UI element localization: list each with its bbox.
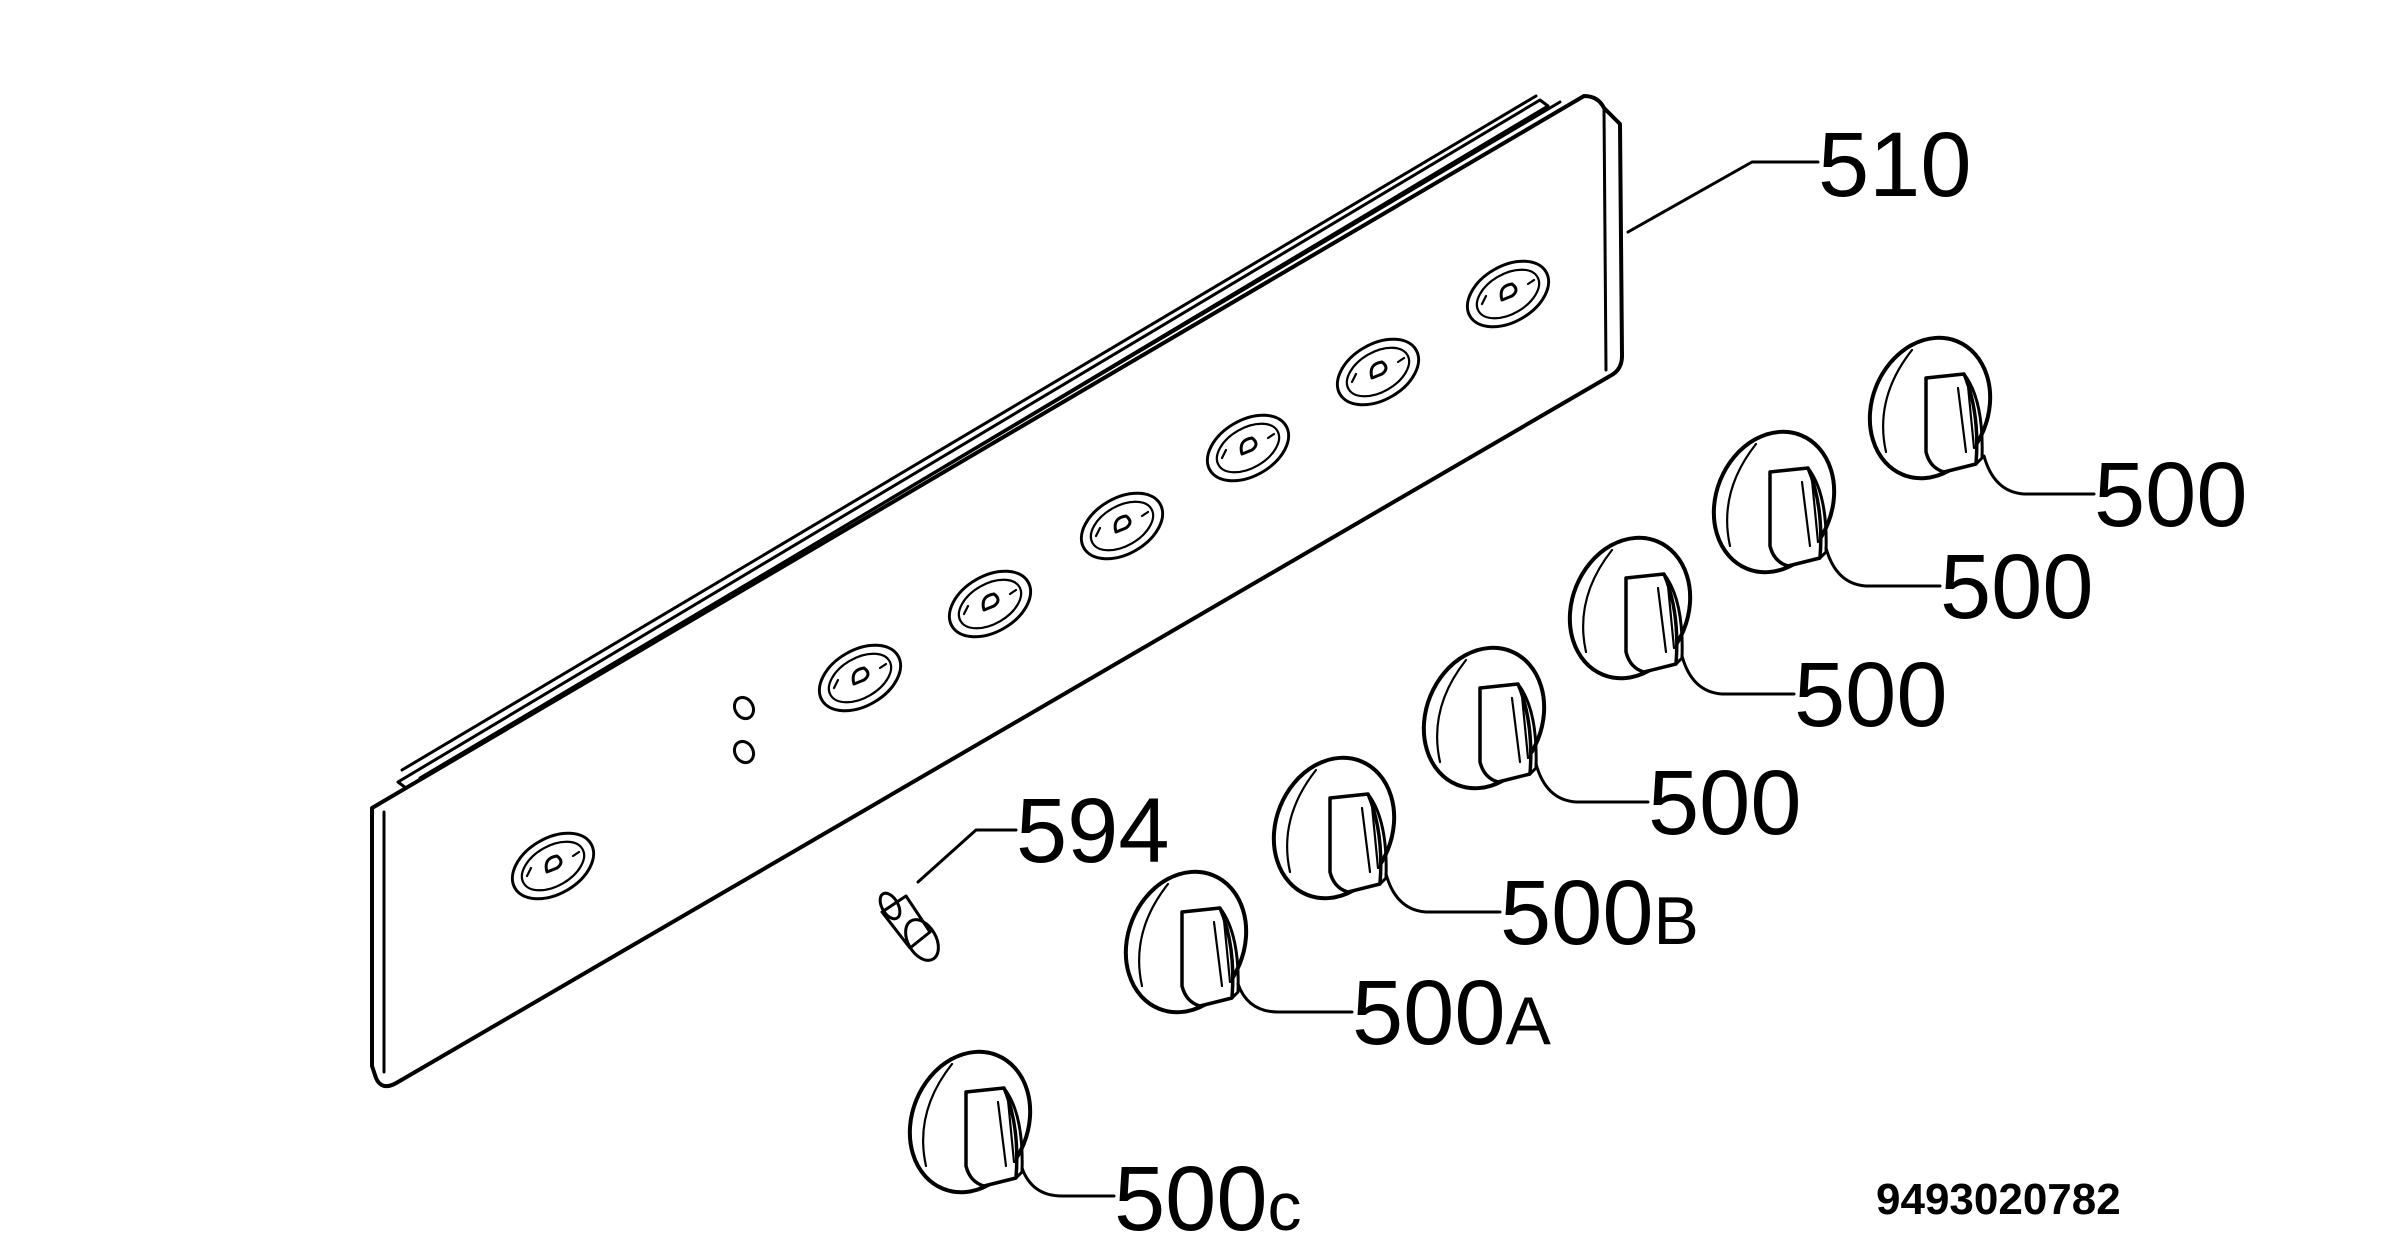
- panel-knob-hole: [817, 643, 903, 713]
- leader-lines: [916, 160, 2096, 1198]
- knob-500-2: [1711, 429, 1837, 575]
- panel-rail-edge: [400, 94, 1538, 772]
- panel-face: [370, 94, 1624, 1089]
- label-500-1: 500: [2094, 444, 2248, 546]
- knob-500-3: [1567, 535, 1693, 681]
- screw-594: [878, 891, 940, 962]
- label-500c-suffix: c: [1268, 1169, 1302, 1238]
- leader-594: [916, 828, 1018, 884]
- label-510: 510: [1818, 114, 1972, 216]
- label-500B: 500B: [1500, 862, 1699, 964]
- label-500A-suffix: A: [1506, 983, 1552, 1059]
- label-500A-main: 500: [1352, 962, 1506, 1064]
- label-500A: 500A: [1352, 962, 1552, 1064]
- label-500-4: 500: [1648, 752, 1802, 854]
- indicator-hole: [732, 695, 756, 721]
- leader-500-1: [1982, 454, 2096, 496]
- panel-right-edge: [1602, 106, 1608, 372]
- panel-rail-inner-edge: [418, 100, 1562, 780]
- label-500c-main: 500: [1114, 1148, 1268, 1238]
- panel-knob-hole: [510, 831, 596, 901]
- screw-head: [904, 918, 940, 962]
- panel-knob-hole: [947, 569, 1033, 639]
- panel-knob-hole: [1079, 491, 1165, 561]
- label-500-2: 500: [1940, 536, 2094, 638]
- document-number: 9493020782: [1876, 1175, 2121, 1224]
- leader-500-4: [1534, 762, 1650, 804]
- leader-510: [1626, 160, 1820, 234]
- control-panel-510: [370, 94, 1624, 1089]
- panel-knob-hole: [1465, 259, 1551, 329]
- leader-500c: [1020, 1166, 1116, 1198]
- panel-top-rail: [396, 98, 1550, 790]
- leader-500A: [1236, 982, 1354, 1014]
- leader-500-2: [1824, 546, 1942, 588]
- knob-500c: [907, 1049, 1033, 1195]
- knob-500A: [1123, 869, 1249, 1015]
- part-labels: 510 594 500 500 500 500 500B 500A 500c 9…: [1016, 114, 2248, 1238]
- screw-tip: [878, 891, 902, 921]
- knob-500-1: [1867, 335, 1993, 481]
- knob-500B: [1271, 755, 1397, 901]
- label-594: 594: [1016, 780, 1170, 882]
- knob-500-4: [1421, 645, 1547, 791]
- leader-500B: [1384, 872, 1502, 914]
- leader-500-3: [1680, 654, 1796, 696]
- label-500B-suffix: B: [1654, 883, 1699, 959]
- label-500c: 500c: [1114, 1148, 1302, 1238]
- label-500B-main: 500: [1500, 862, 1654, 964]
- panel-knob-hole: [1335, 337, 1421, 407]
- label-500-3: 500: [1794, 644, 1948, 746]
- panel-knob-hole: [1205, 413, 1291, 483]
- indicator-hole: [732, 739, 756, 765]
